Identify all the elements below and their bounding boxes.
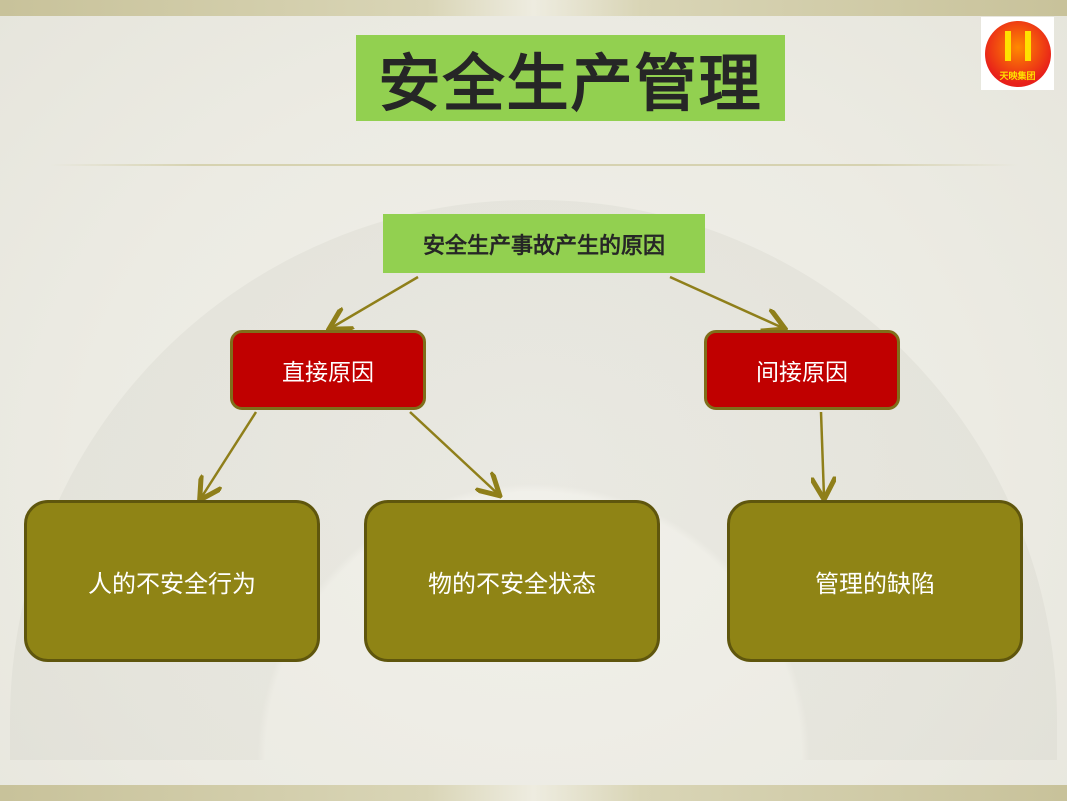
bottom-band bbox=[0, 785, 1067, 801]
direct-cause-node: 直接原因 bbox=[230, 330, 426, 410]
indirect-cause-node: 间接原因 bbox=[704, 330, 900, 410]
company-logo: 天映集团 bbox=[981, 17, 1054, 90]
unsafe-behavior-node: 人的不安全行为 bbox=[24, 500, 320, 662]
management-defect-node: 管理的缺陷 bbox=[727, 500, 1023, 662]
arrow-root-to-direct bbox=[331, 275, 419, 328]
divider bbox=[50, 164, 1018, 166]
unsafe-condition-node: 物的不安全状态 bbox=[364, 500, 660, 662]
arrow-indirect-to-management bbox=[821, 411, 824, 497]
root-node: 安全生产事故产生的原因 bbox=[383, 214, 705, 273]
logo-icon: 天映集团 bbox=[984, 20, 1051, 87]
slide-title: 安全生产管理 bbox=[356, 35, 785, 121]
arrow-direct-to-human bbox=[201, 411, 258, 498]
arrow-direct-to-object bbox=[409, 411, 498, 494]
top-band bbox=[0, 0, 1067, 16]
arrow-root-to-indirect bbox=[669, 275, 783, 328]
